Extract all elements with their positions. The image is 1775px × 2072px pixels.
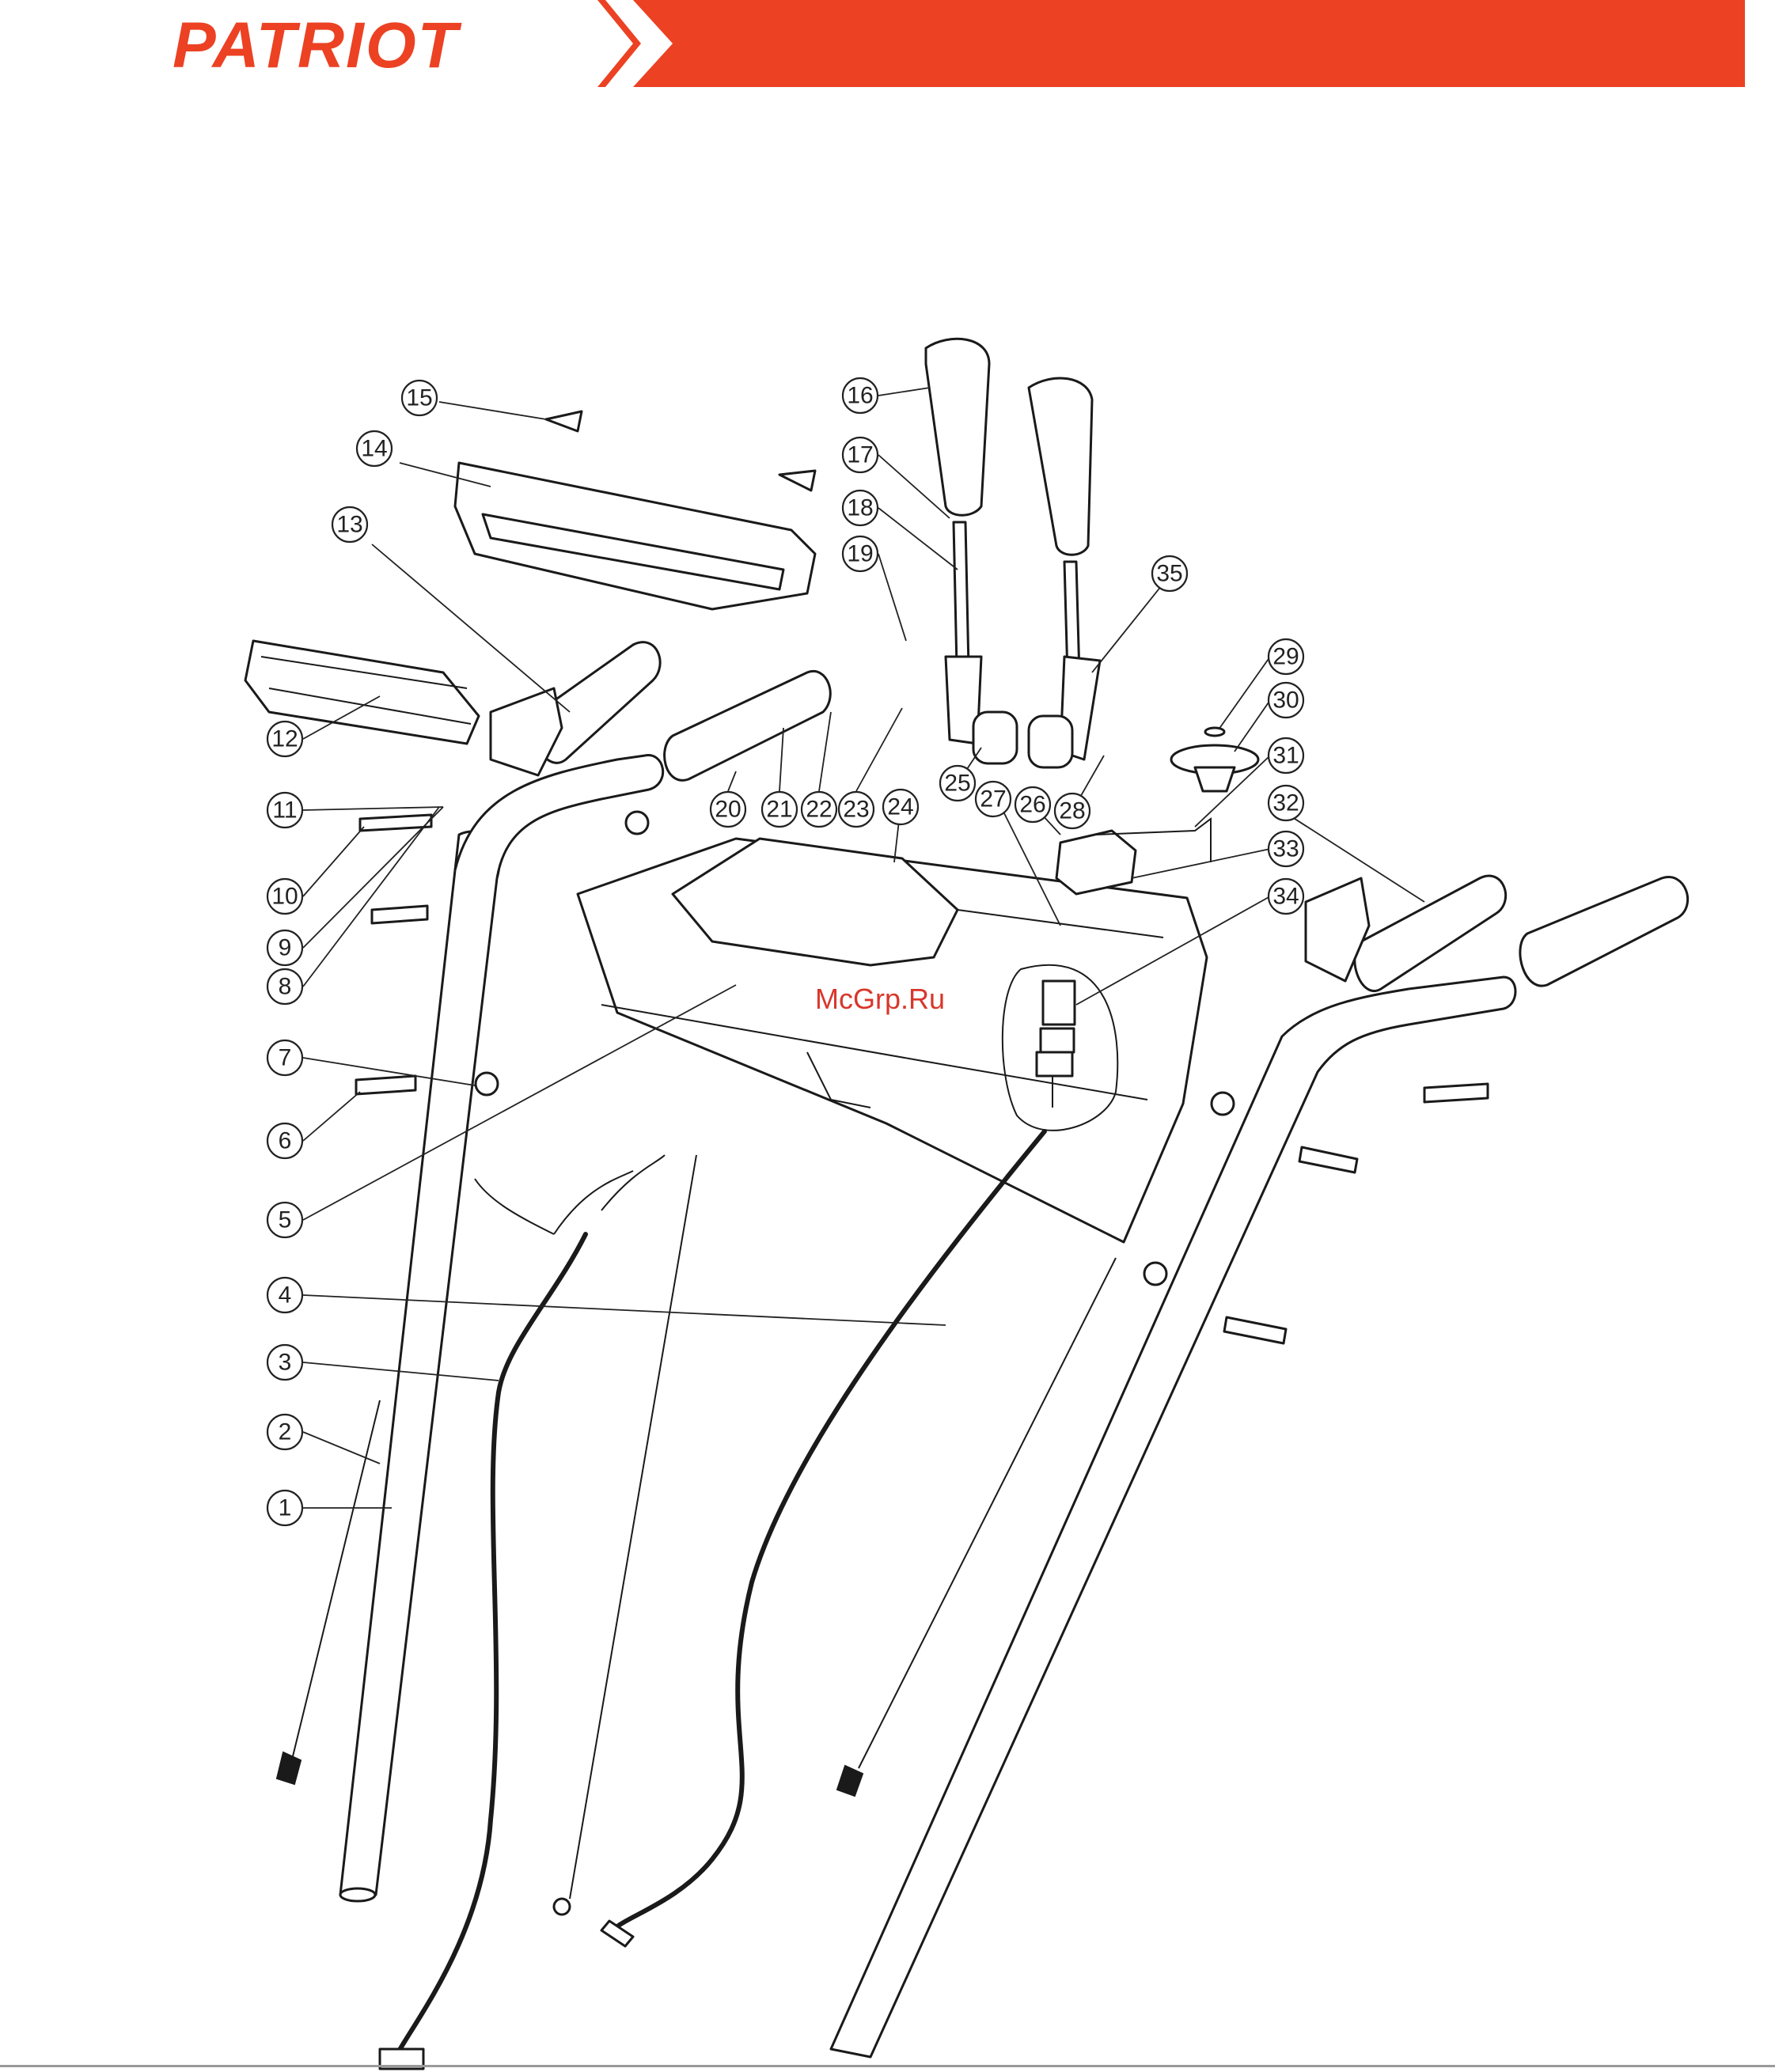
callout-18-label: 18 — [847, 495, 873, 521]
callout-34: 34 — [1269, 879, 1303, 914]
callout-9-label: 9 — [279, 935, 292, 961]
callout-24: 24 — [883, 790, 918, 824]
callout-17: 17 — [843, 438, 878, 472]
callout-28-label: 28 — [1059, 798, 1085, 824]
callout-16: 16 — [843, 378, 878, 413]
handgrip-left — [665, 671, 831, 780]
callout-10-label: 10 — [271, 884, 298, 910]
callout-16-label: 16 — [847, 383, 873, 409]
callout-25: 25 — [940, 766, 975, 801]
shift-rod — [570, 1155, 696, 1899]
callout-22-label: 22 — [806, 797, 832, 823]
callout-26-label: 26 — [1019, 792, 1045, 818]
callout-5: 5 — [267, 1203, 302, 1237]
callout-8: 8 — [267, 969, 302, 1004]
callout-21: 21 — [762, 792, 797, 827]
callout-3-label: 3 — [279, 1350, 292, 1376]
callout-11-label: 11 — [272, 797, 297, 824]
left-handle-tube — [340, 831, 499, 1895]
drive-lever-right — [1355, 876, 1506, 991]
callout-20: 20 — [711, 792, 745, 827]
callout-32: 32 — [1269, 786, 1303, 820]
bolt-6 — [356, 1076, 415, 1094]
callout-27-label: 27 — [980, 786, 1006, 813]
callout-29-label: 29 — [1272, 644, 1299, 670]
callout-1-label: 1 — [279, 1495, 292, 1521]
callout-30-label: 30 — [1272, 688, 1299, 714]
bolt-10 — [360, 815, 431, 831]
watermark: McGrp.Ru — [815, 983, 1005, 1016]
callout-21-label: 21 — [766, 797, 792, 823]
callout-5-label: 5 — [279, 1207, 292, 1233]
callout-29: 29 — [1269, 639, 1303, 674]
callout-1: 1 — [267, 1491, 302, 1525]
callout-15-label: 15 — [406, 385, 432, 411]
callout-7-label: 7 — [279, 1045, 292, 1071]
callout-6: 6 — [267, 1123, 302, 1158]
callout-2: 2 — [267, 1415, 302, 1449]
callout-35: 35 — [1152, 556, 1187, 591]
callout-27: 27 — [976, 782, 1011, 816]
callout-10: 10 — [267, 879, 302, 914]
callout-4-label: 4 — [279, 1282, 292, 1309]
callout-26: 26 — [1015, 787, 1050, 822]
callout-11: 11 — [267, 793, 302, 828]
callout-22: 22 — [802, 792, 836, 827]
callout-31: 31 — [1269, 738, 1303, 773]
callout-32-label: 32 — [1272, 790, 1299, 816]
callout-23: 23 — [839, 792, 874, 827]
footer-divider — [0, 2065, 1775, 2067]
callout-2-label: 2 — [279, 1419, 292, 1445]
shift-knob-right — [1029, 378, 1092, 555]
callout-23-label: 23 — [843, 797, 869, 823]
callout-7: 7 — [267, 1040, 302, 1075]
callout-12-label: 12 — [271, 726, 298, 752]
speed-lever-knob — [1056, 831, 1136, 894]
callout-28: 28 — [1055, 794, 1090, 828]
callout-15: 15 — [402, 381, 437, 415]
callout-31-label: 31 — [1272, 743, 1299, 769]
callout-14: 14 — [357, 431, 392, 466]
callout-33-label: 33 — [1272, 836, 1299, 862]
callout-35-label: 35 — [1156, 561, 1182, 587]
callout-18: 18 — [843, 491, 878, 525]
callout-30: 30 — [1269, 683, 1303, 718]
callout-13: 13 — [332, 507, 367, 542]
shift-knob-left — [926, 339, 989, 515]
callout-6-label: 6 — [279, 1128, 292, 1154]
callout-34-label: 34 — [1272, 884, 1299, 910]
rivet-15 — [546, 411, 582, 431]
callout-12: 12 — [267, 722, 302, 756]
callout-25-label: 25 — [944, 771, 970, 797]
callout-13-label: 13 — [336, 512, 362, 538]
callout-19: 19 — [843, 536, 878, 571]
callout-33: 33 — [1269, 831, 1303, 866]
callout-17-label: 17 — [847, 442, 873, 468]
callout-14-label: 14 — [361, 436, 387, 462]
handgrip-right — [1520, 877, 1688, 987]
callout-4: 4 — [267, 1278, 302, 1313]
callout-8-label: 8 — [279, 974, 292, 1000]
callout-9: 9 — [267, 930, 302, 965]
callout-24-label: 24 — [887, 794, 913, 820]
callout-19-label: 19 — [847, 541, 873, 567]
callout-20-label: 20 — [715, 797, 741, 823]
callout-3: 3 — [267, 1345, 302, 1380]
